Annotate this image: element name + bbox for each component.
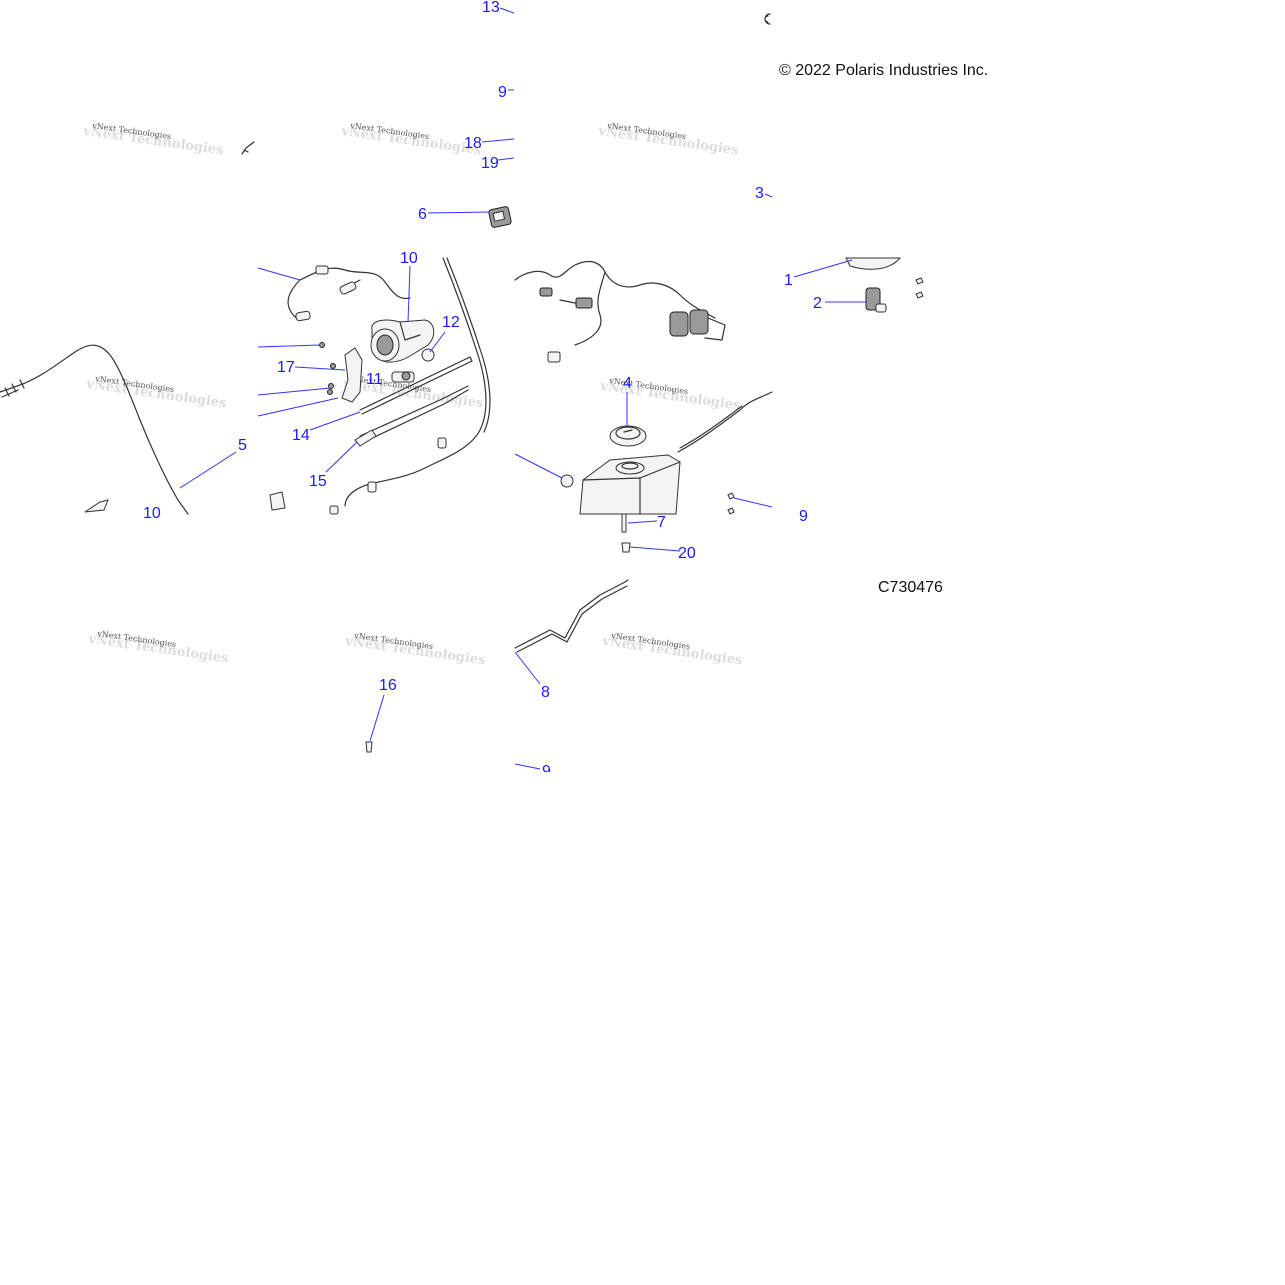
pump-part-2 <box>865 287 887 313</box>
washer-reservoir <box>579 454 681 515</box>
callout-16: 16 <box>379 677 397 694</box>
screw-part <box>327 389 333 395</box>
screw-part <box>328 383 334 389</box>
watermark: vNext Technologies vNext Technologies <box>600 631 743 668</box>
nozzle-part-20 <box>621 542 631 553</box>
callout-19: 19 <box>481 155 499 172</box>
washer-hose-8 <box>514 579 629 653</box>
wire-clip <box>315 265 329 275</box>
hose-clip <box>329 505 339 515</box>
callout-8: 8 <box>541 684 550 701</box>
washer-hose-right <box>677 391 773 453</box>
grommet-part <box>560 474 574 488</box>
copyright-text: © 2022 Polaris Industries Inc. <box>779 62 988 79</box>
callout-10: 10 <box>400 250 418 267</box>
callout-7: 7 <box>657 514 666 531</box>
callout-3: 3 <box>755 185 764 202</box>
screw-part <box>330 363 336 369</box>
callout-9: 9 <box>498 84 507 101</box>
callout-9: 9 <box>542 763 551 780</box>
hose-clip <box>367 481 377 493</box>
connector-part-6 <box>488 206 512 228</box>
watermark: vNext Technologies vNext Technologies <box>598 376 741 413</box>
pin-part <box>241 141 255 155</box>
harness-plug <box>539 287 553 297</box>
leader-lines <box>179 7 866 770</box>
relay-block <box>669 309 726 341</box>
screw-part <box>319 342 325 348</box>
bracket-part <box>341 347 363 403</box>
callout-4: 4 <box>623 375 632 392</box>
wiper-arm-14 <box>359 356 473 415</box>
wire-plug <box>295 310 311 322</box>
callout-6: 6 <box>418 206 427 223</box>
callout-5: 5 <box>238 437 247 454</box>
wiper-linkage-part <box>391 371 415 383</box>
callout-18: 18 <box>464 135 482 152</box>
harness-plug <box>575 297 593 309</box>
wiper-blade-head <box>354 429 377 447</box>
callout-13: 13 <box>482 0 500 16</box>
screw-part <box>915 277 924 299</box>
watermark: vNext Technologies vNext Technologies <box>81 121 224 158</box>
watermark: vNext Technologies vNext Technologies <box>86 629 229 666</box>
wiper-blade-15 <box>359 385 469 443</box>
screw-part <box>727 492 735 515</box>
wire-plug <box>339 281 357 295</box>
reservoir-cap-4 <box>609 425 647 447</box>
washer-hose-left <box>0 344 189 515</box>
callout-17: 17 <box>277 359 295 376</box>
diagram-code: C730476 <box>878 579 943 596</box>
watermark: vNext Technologies vNext Technologies <box>84 374 227 411</box>
callout-9: 9 <box>799 508 808 525</box>
hose-end-left <box>1 379 25 398</box>
callout-11: 11 <box>366 371 383 388</box>
watermark: vNext Technologies vNext Technologies <box>339 121 482 158</box>
callout-20: 20 <box>678 545 696 562</box>
callout-12: 12 <box>442 314 460 331</box>
watermark: vNext Technologies vNext Technologies <box>343 631 486 668</box>
watermark: vNext Technologies vNext Technologies <box>596 121 739 158</box>
callout-10: 10 <box>143 505 161 522</box>
callout-2: 2 <box>813 295 822 312</box>
nut-part-12 <box>421 348 435 362</box>
tank-part-1 <box>845 257 902 270</box>
small-clip-icon <box>764 13 771 25</box>
bracket-small <box>269 491 286 511</box>
wiper-motor-part <box>370 319 435 363</box>
callout-14: 14 <box>292 427 310 444</box>
watermark-group: vNext Technologies vNext Technologies vN… <box>81 121 743 668</box>
clip-part-10 <box>84 499 109 513</box>
callout-15: 15 <box>309 473 327 490</box>
callout-1: 1 <box>784 272 793 289</box>
blank-region <box>0 772 1285 1285</box>
nozzle-part-16 <box>365 741 373 753</box>
harness-plug <box>547 351 561 363</box>
callout-labels: 13 9 18 19 6 3 1 2 10 12 17 11 14 15 5 1… <box>143 0 822 780</box>
pin-part-7 <box>621 513 627 533</box>
hose-clip <box>437 437 447 449</box>
